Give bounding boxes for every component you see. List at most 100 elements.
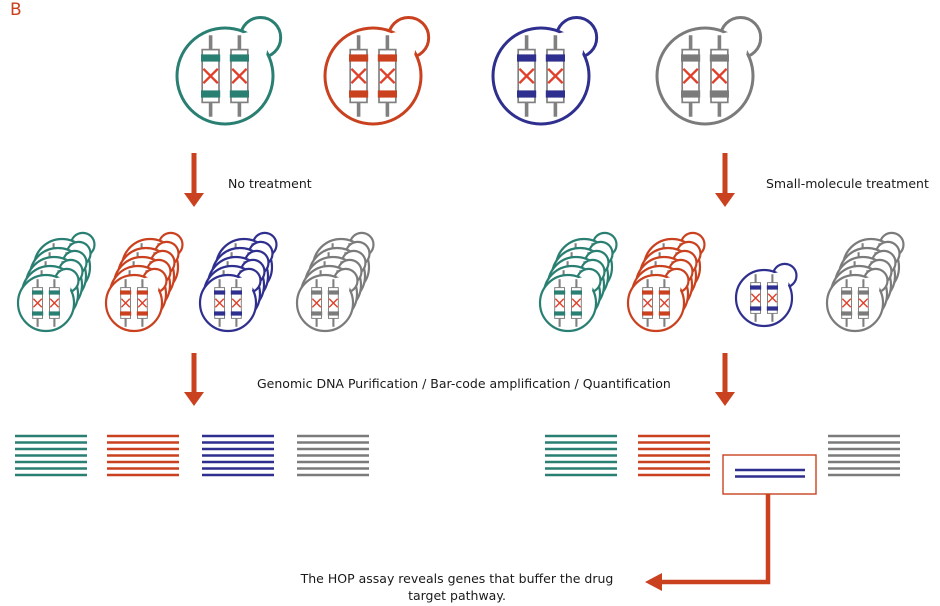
highlight-box <box>722 454 817 495</box>
deletion-mark <box>231 298 242 308</box>
centromere-band <box>658 290 670 295</box>
strain-cell-orange <box>323 15 431 126</box>
centromere-band <box>377 54 397 62</box>
barcode-untreated-navy <box>202 434 274 477</box>
chromosome <box>658 279 670 327</box>
deletion-mark <box>750 293 761 303</box>
arrow-shaft <box>660 494 771 585</box>
deletion-mark <box>711 67 728 85</box>
centromere-band <box>642 290 654 295</box>
deletion-mark <box>642 298 653 308</box>
deletion-mark <box>350 67 367 85</box>
population-cell <box>198 267 262 333</box>
centromere-band <box>750 306 762 311</box>
population-treated-navy <box>734 262 798 328</box>
population-untreated-navy <box>198 231 278 333</box>
chromosome <box>681 35 701 117</box>
small-molecule-treatment-label: Small-molecule treatment <box>766 176 929 191</box>
centromere-band <box>327 311 339 316</box>
deletion-mark <box>202 67 219 85</box>
strain-cell-navy <box>491 15 599 126</box>
centromere-band <box>750 285 762 290</box>
deletion-mark <box>841 298 852 308</box>
barcode-treated-orange <box>638 434 710 477</box>
centromere-band <box>658 311 670 316</box>
centromere-band <box>48 311 60 316</box>
deletion-mark <box>518 67 535 85</box>
barcode-untreated-gray <box>297 434 369 477</box>
centromere-band <box>517 54 537 62</box>
centromere-band <box>32 290 44 295</box>
centromere-band <box>136 311 148 316</box>
centromere-band <box>570 290 582 295</box>
centromere-band <box>766 306 778 311</box>
centromere-band <box>311 311 323 316</box>
centromere-band <box>554 311 566 316</box>
centromere-band <box>349 90 369 98</box>
down-arrow-treated-2 <box>715 353 735 406</box>
panel-letter: B <box>10 0 22 20</box>
deletion-mark <box>137 298 148 308</box>
arrow-head <box>184 193 204 207</box>
chromosome <box>214 279 226 327</box>
chromosome <box>517 35 537 117</box>
centromere-band <box>120 290 132 295</box>
centromere-band <box>32 311 44 316</box>
arrows-layer <box>184 153 771 591</box>
centromere-band <box>545 90 565 98</box>
centromere-band <box>517 90 537 98</box>
chromosome <box>766 274 778 322</box>
centromere-band <box>681 90 701 98</box>
no-treatment-label: No treatment <box>228 176 312 191</box>
arrow-head <box>715 392 735 406</box>
down-arrow-untreated-1 <box>184 153 204 207</box>
centromere-band <box>201 54 221 62</box>
deletion-mark <box>120 298 131 308</box>
strain-cell-gray <box>655 15 763 126</box>
population-treated-teal <box>538 231 618 333</box>
chromosome <box>857 279 869 327</box>
chromosome <box>545 35 565 117</box>
chromosome <box>570 279 582 327</box>
population-cell <box>104 267 168 333</box>
centromere-band <box>681 54 701 62</box>
deletion-mark <box>328 298 339 308</box>
deletion-mark <box>659 298 670 308</box>
chromosome <box>136 279 148 327</box>
centromere-band <box>120 311 132 316</box>
chromosome <box>229 35 249 117</box>
centromere-band <box>214 311 226 316</box>
centromere-band <box>201 90 221 98</box>
centromere-band <box>349 54 369 62</box>
deletion-mark <box>547 67 564 85</box>
centromere-band <box>229 90 249 98</box>
centromere-band <box>230 311 242 316</box>
deletion-mark <box>214 298 225 308</box>
deletion-mark <box>32 298 43 308</box>
chromosome <box>230 279 242 327</box>
centromere-band <box>230 290 242 295</box>
chromosome <box>377 35 397 117</box>
processing-steps-label: Genomic DNA Purification / Bar-code ampl… <box>257 376 671 391</box>
barcode-treated-teal <box>545 434 617 477</box>
centromere-band <box>766 285 778 290</box>
centromere-band <box>545 54 565 62</box>
chromosome <box>120 279 132 327</box>
centromere-band <box>136 290 148 295</box>
population-cell <box>626 267 690 333</box>
arrow-head <box>645 573 662 591</box>
deletion-mark <box>858 298 869 308</box>
deletion-mark <box>311 298 322 308</box>
centromere-band <box>642 311 654 316</box>
centromere-band <box>857 311 869 316</box>
population-treated-gray <box>825 231 905 333</box>
chromosome <box>48 279 60 327</box>
chromosome <box>709 35 729 117</box>
barcodes-layer <box>15 434 900 495</box>
chromosome <box>750 274 762 322</box>
population-untreated-teal <box>16 231 96 333</box>
cells-layer <box>16 15 905 333</box>
chromosome <box>201 35 221 117</box>
centromere-band <box>841 311 853 316</box>
